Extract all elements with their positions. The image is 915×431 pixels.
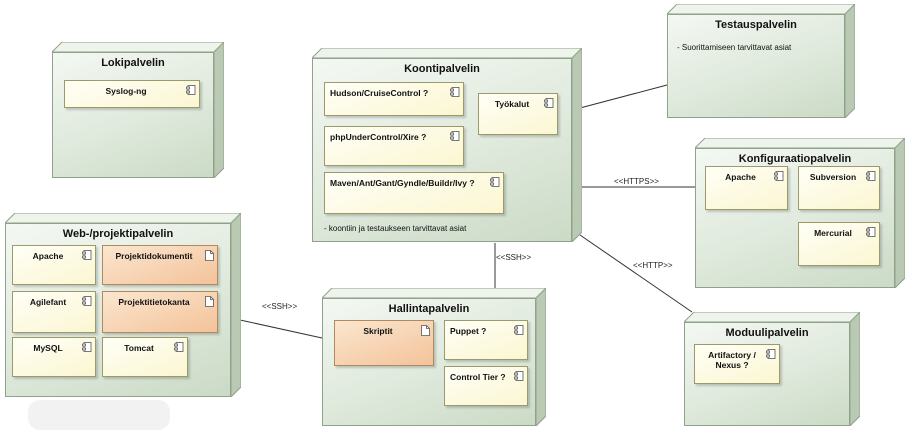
component-icon: [174, 342, 184, 352]
component-label: Apache: [32, 251, 64, 261]
component-build-tools[interactable]: Maven/Ant/Gant/Gyndle/Buildr/Ivy ?: [324, 172, 504, 214]
component-apache[interactable]: Apache: [12, 245, 96, 285]
edge-label-koonti-konfiguraatio: <<HTTPS>>: [614, 177, 659, 186]
node-testauspalvelin[interactable]: Testauspalvelin - Suorittamiseen tarvitt…: [667, 4, 855, 118]
component-tyokalut[interactable]: Työkalut: [478, 93, 558, 135]
node-top-edge: [312, 48, 582, 58]
node-konfiguraatiopalvelin[interactable]: Konfiguraatiopalvelin Apache Subversion …: [695, 138, 905, 288]
component-icon: [544, 98, 554, 108]
component-label: MySQL: [33, 343, 63, 353]
edge-koonti-testaus: [579, 84, 668, 109]
node-top-edge: [322, 288, 546, 298]
component-icon: [766, 349, 776, 359]
component-label: Puppet ?: [450, 326, 487, 336]
node-note: - koontiin ja testaukseen tarvittavat as…: [324, 224, 467, 233]
component-puppet[interactable]: Puppet ?: [444, 320, 528, 360]
component-phpundercontrol[interactable]: phpUnderControl/Xire ?: [324, 126, 464, 166]
node-side-edge: [845, 4, 855, 118]
component-icon: [82, 342, 92, 352]
node-title: Lokipalvelin: [101, 57, 165, 69]
edge-label-web-hallinta: <<SSH>>: [262, 302, 298, 311]
edge-koonti-moduuli: [579, 234, 693, 313]
component-mercurial[interactable]: Mercurial: [798, 222, 880, 266]
node-title: Konfiguraatiopalvelin: [738, 153, 852, 165]
node-side-edge: [536, 288, 546, 426]
node-top-edge: [52, 42, 224, 52]
document-icon: [205, 296, 214, 307]
component-icon: [774, 171, 784, 181]
artifact-label: Skriptit: [363, 326, 393, 336]
component-label: Control Tier ?: [450, 372, 506, 382]
node-title: Koontipalvelin: [404, 63, 480, 75]
component-apache[interactable]: Apache: [705, 166, 788, 210]
node-title: Hallintapalvelin: [388, 303, 470, 315]
component-label: Subversion: [809, 172, 857, 182]
node-side-edge: [572, 48, 582, 242]
node-top-edge: [684, 312, 860, 322]
component-label: Artifactory / Nexus ?: [708, 350, 756, 370]
component-icon: [82, 250, 92, 260]
component-icon: [450, 131, 460, 141]
node-side-edge: [214, 42, 224, 178]
node-face: [52, 52, 214, 178]
artifact-label: Projektidokumentit: [115, 251, 193, 261]
node-top-edge: [667, 4, 855, 14]
component-icon: [490, 177, 500, 187]
component-label: phpUnderControl/Xire ?: [330, 132, 427, 142]
document-icon: [205, 250, 214, 261]
component-tomcat[interactable]: Tomcat: [102, 337, 188, 377]
component-icon: [186, 85, 196, 95]
artifact-label: Projektitietokanta: [118, 297, 190, 307]
component-label: Työkalut: [494, 99, 530, 109]
component-label: Mercurial: [814, 228, 852, 238]
component-label: Apache: [725, 172, 756, 182]
component-icon: [82, 296, 92, 306]
edge-label-koonti-moduuli: <<HTTP>>: [633, 261, 673, 270]
component-label: Syslog-ng: [105, 86, 147, 96]
node-moduulipalvelin[interactable]: Moduulipalvelin Artifactory / Nexus ?: [684, 312, 860, 426]
component-syslog-ng[interactable]: Syslog-ng: [64, 80, 200, 108]
node-top-edge: [695, 138, 905, 148]
artifact-projektidokumentit[interactable]: Projektidokumentit: [102, 245, 218, 285]
component-mysql[interactable]: MySQL: [12, 337, 96, 377]
component-hudson-cruisecontrol[interactable]: Hudson/CruiseControl ?: [324, 82, 464, 116]
component-label: Agilefant: [29, 297, 67, 307]
edge-web-hallinta: [239, 319, 323, 339]
component-icon: [514, 371, 524, 381]
component-control-tier[interactable]: Control Tier ?: [444, 366, 528, 406]
node-webprojektipalvelin[interactable]: Web-/projektipalvelin Apache Projektidok…: [5, 213, 241, 397]
component-icon: [450, 87, 460, 97]
node-side-edge: [850, 312, 860, 426]
component-icon: [866, 227, 876, 237]
node-koontipalvelin[interactable]: Koontipalvelin Hudson/CruiseControl ? Ty…: [312, 48, 582, 242]
edge-label-koonti-hallinta: <<SSH>>: [496, 253, 532, 262]
component-icon: [514, 325, 524, 335]
node-title: Testauspalvelin: [715, 19, 797, 31]
node-title: Web-/projektipalvelin: [62, 228, 174, 240]
component-label: Hudson/CruiseControl ?: [330, 88, 429, 98]
document-icon: [421, 325, 430, 336]
node-top-edge: [5, 213, 241, 223]
node-note: - Suorittamiseen tarvittavat asiat: [677, 43, 792, 52]
component-artifactory-nexus[interactable]: Artifactory / Nexus ?: [694, 344, 780, 384]
node-side-edge: [231, 213, 241, 397]
artifact-skriptit[interactable]: Skriptit: [334, 320, 434, 366]
node-lokipalvelin[interactable]: Lokipalvelin Syslog-ng: [52, 42, 224, 178]
artifact-projektitietokanta[interactable]: Projektitietokanta: [102, 291, 218, 333]
node-face: [667, 14, 845, 118]
component-agilefant[interactable]: Agilefant: [12, 291, 96, 333]
component-subversion[interactable]: Subversion: [798, 166, 880, 210]
component-label: Tomcat: [124, 343, 154, 353]
component-icon: [866, 171, 876, 181]
diagram-shadow: [28, 400, 170, 430]
node-hallintapalvelin[interactable]: Hallintapalvelin Skriptit Puppet ? Contr…: [322, 288, 546, 426]
node-side-edge: [895, 138, 905, 288]
component-label: Maven/Ant/Gant/Gyndle/Buildr/Ivy ?: [330, 178, 475, 188]
node-title: Moduulipalvelin: [725, 327, 809, 339]
